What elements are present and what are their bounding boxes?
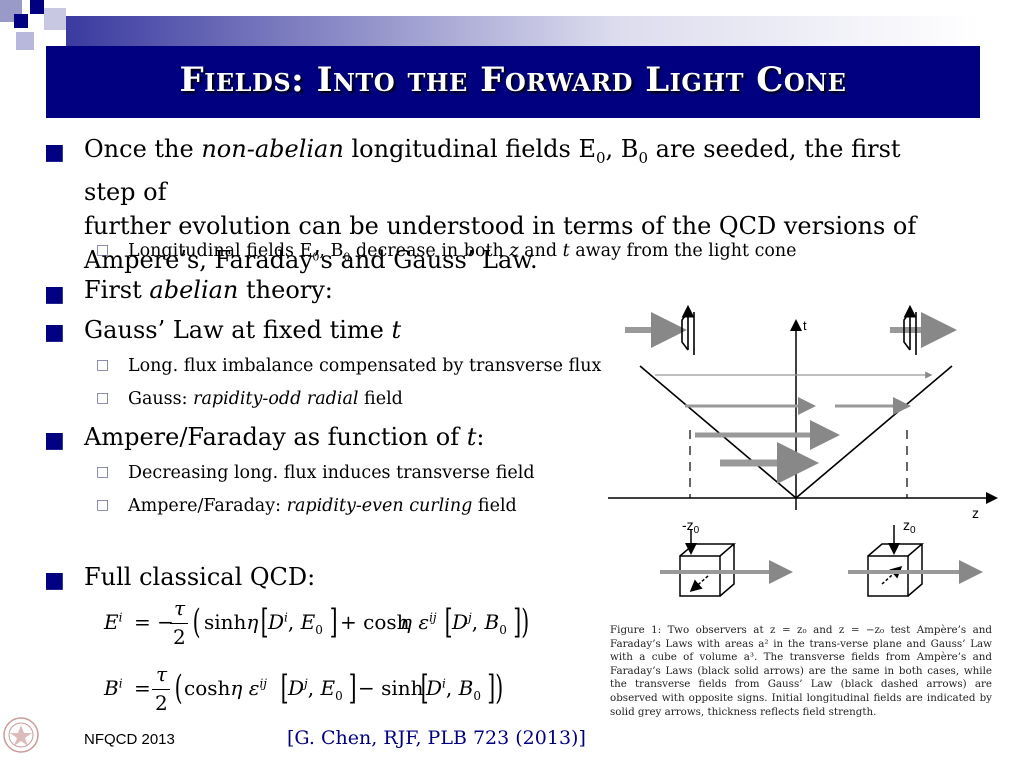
light-cone-right: [795, 365, 953, 499]
bullet-marker: ■: [44, 320, 65, 345]
light-cone-figure: t z -z0 z0: [608, 304, 998, 597]
decor-square: [44, 8, 66, 30]
bullet-marker: ■: [44, 282, 65, 307]
light-cone-left: [639, 365, 797, 499]
footer-reference: [G. Chen, RJF, PLB 723 (2013)]: [287, 727, 586, 749]
sub-bullet-marker: □: [96, 357, 110, 373]
sub-bullet-text: Longitudinal fields E0, B0 decrease in b…: [128, 241, 797, 264]
z0-label: z0: [903, 517, 916, 536]
sub-bullet-text: Gauss: rapidity-odd radial field: [128, 389, 403, 409]
t-axis-label: t: [803, 318, 807, 333]
decor-square: [14, 14, 28, 28]
figure-caption: Figure 1: Two observers at z = z₀ and z …: [610, 624, 992, 718]
bullet-text: Gauss’ Law at fixed time t: [84, 316, 402, 344]
longitudinal-field-arrows: [625, 312, 957, 484]
bullet-marker: ■: [44, 428, 65, 453]
decor-square: [16, 32, 34, 50]
sub-bullet-marker: □: [96, 390, 110, 406]
bullet-marker: ■: [44, 568, 65, 593]
bullet-text: Full classical QCD:: [84, 563, 316, 591]
slide-title: Fields: Into the Forward Light Cone: [179, 60, 847, 100]
bullet-marker: ■: [44, 140, 65, 165]
sub-bullet-text: Decreasing long. flux induces transverse…: [128, 463, 535, 483]
sub-bullet-marker: □: [96, 464, 110, 480]
gauss-cube-left: [679, 530, 737, 597]
sub-bullet-marker: □: [96, 497, 110, 513]
sub-bullet-text: Ampere/Faraday: rapidity-even curling fi…: [128, 496, 517, 516]
bullet-text: Ampere/Faraday as function of t:: [84, 423, 485, 451]
decor-gradient-strip: [66, 16, 980, 46]
sub-bullet-marker: □: [96, 242, 110, 258]
bullet-text: Once the non-abelian longitudinal fields…: [84, 135, 917, 274]
sub-bullet-text: Long. flux imbalance compensated by tran…: [128, 356, 602, 376]
university-seal-logo: [3, 717, 39, 753]
bullet-text: First abelian theory:: [84, 276, 333, 304]
footer-conference: NFQCD 2013: [84, 731, 175, 748]
curl-arrow-right: [903, 304, 917, 355]
title-bar: Fields: Into the Forward Light Cone: [46, 46, 980, 118]
decor-square: [30, 0, 44, 14]
neg-z0-label: -z0: [682, 517, 700, 536]
curl-arrow-left: [681, 304, 695, 355]
z-axis-label: z: [972, 505, 979, 521]
